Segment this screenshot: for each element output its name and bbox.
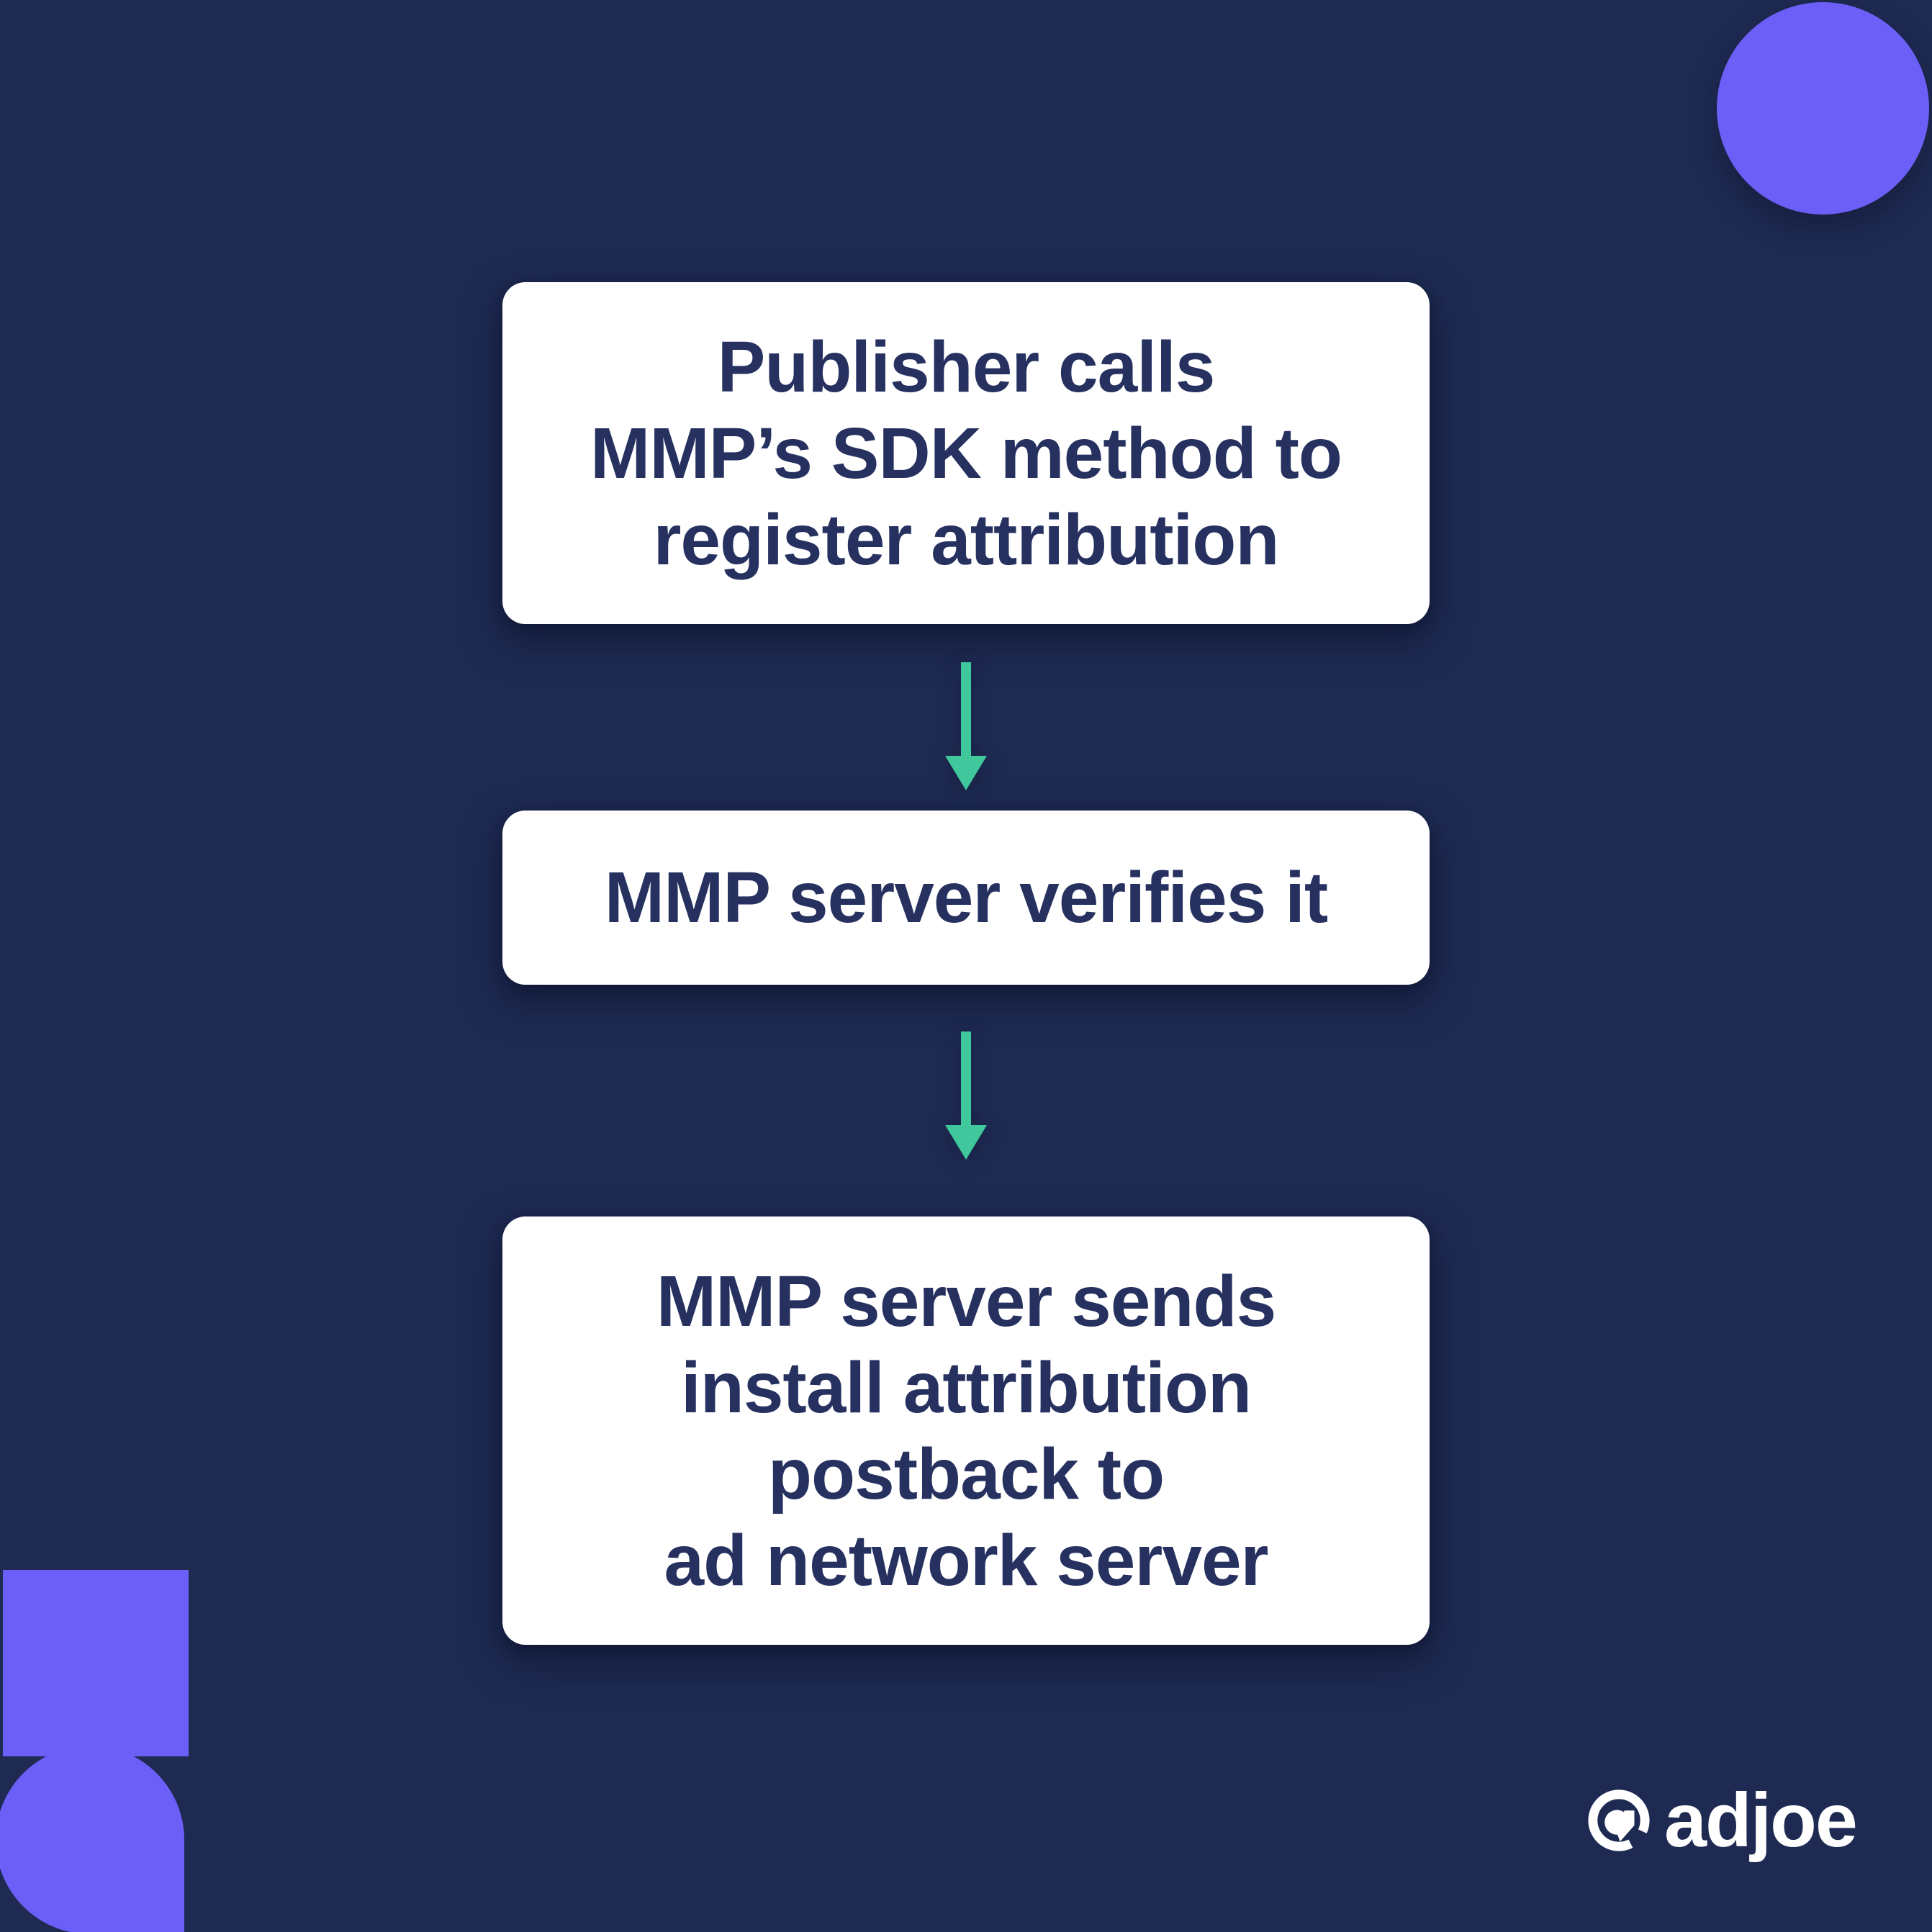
flow-step-2-label: MMP server verifies it: [604, 857, 1328, 938]
flow-step-2: MMP server verifies it: [502, 811, 1430, 985]
decor-bubble-bottom-left: [0, 1746, 184, 1932]
adjoe-logo: adjoe: [1588, 1778, 1858, 1863]
adjoe-logo-text: adjoe: [1664, 1778, 1858, 1863]
down-arrow-icon: [945, 1032, 987, 1160]
flow-step-3-label: MMP server sends install attribution pos…: [656, 1260, 1276, 1601]
decor-square-bottom-left: [3, 1570, 189, 1756]
flow-step-1-label: Publisher calls MMP’s SDK method to regi…: [590, 326, 1342, 580]
decor-circle-top-right: [1717, 2, 1929, 215]
down-arrow-icon: [945, 662, 987, 790]
adjoe-logo-icon: [1588, 1789, 1650, 1851]
flow-step-3: MMP server sends install attribution pos…: [502, 1216, 1430, 1645]
flow-step-1: Publisher calls MMP’s SDK method to regi…: [502, 282, 1430, 624]
